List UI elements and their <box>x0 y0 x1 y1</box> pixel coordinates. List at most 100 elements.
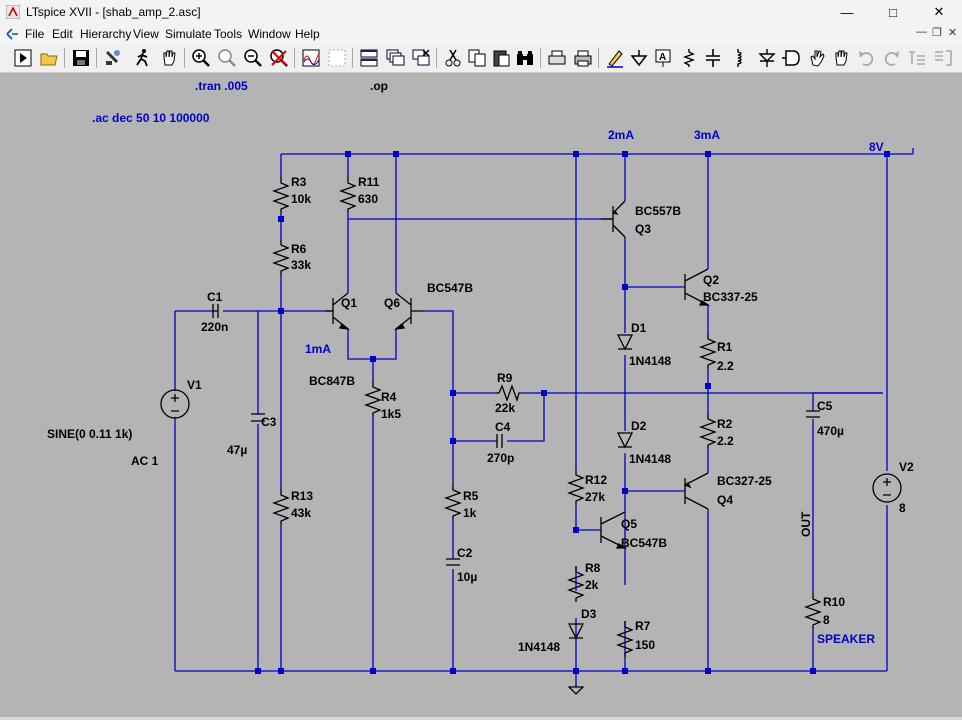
voltage-source-v1 <box>160 389 190 419</box>
zoom-cancel-button[interactable] <box>268 47 290 69</box>
find-button[interactable] <box>514 47 536 69</box>
menu-file[interactable]: File <box>25 27 45 41</box>
component-button[interactable] <box>780 47 802 69</box>
ground-button[interactable] <box>628 47 650 69</box>
pan-button[interactable] <box>158 47 180 69</box>
v1-name: V1 <box>187 378 202 392</box>
menu-hierarchy[interactable]: Hierarchy <box>80 27 132 41</box>
q4-name: Q4 <box>717 493 733 507</box>
d1-name: D1 <box>631 321 647 335</box>
resistor-button[interactable] <box>678 47 700 69</box>
menu-edit[interactable]: Edit <box>52 27 73 41</box>
tile-horizontal-button[interactable] <box>358 47 380 69</box>
r7-name: R7 <box>635 619 651 633</box>
q4-model: BC327-25 <box>717 474 772 488</box>
d3-model: 1N4148 <box>518 640 560 654</box>
menu-help[interactable]: Help <box>295 27 320 41</box>
close-windows-button[interactable] <box>410 47 432 69</box>
print-button[interactable] <box>572 47 594 69</box>
zoom-fit-icon <box>244 49 262 67</box>
capacitor-button[interactable] <box>702 47 724 69</box>
transistor-q4 <box>683 472 709 510</box>
r10-value: 8 <box>823 613 830 627</box>
label-net-button[interactable]: A <box>652 47 674 69</box>
inductor-button[interactable] <box>728 47 750 69</box>
q5-name: Q5 <box>621 517 637 531</box>
mdi-minimize-icon[interactable]: — <box>916 26 927 38</box>
maximize-button[interactable]: □ <box>870 0 916 24</box>
out-net-label: OUT <box>799 511 813 537</box>
transistor-q2 <box>684 268 711 306</box>
resistor-icon <box>683 49 695 67</box>
q1-name: Q1 <box>341 296 357 310</box>
toolbar: A <box>0 44 962 73</box>
copy-button[interactable] <box>466 47 488 69</box>
mdi-close-icon[interactable]: ✕ <box>948 27 958 39</box>
menu-view[interactable]: View <box>133 27 159 41</box>
run-icon <box>14 49 32 67</box>
copy-icon <box>468 49 486 67</box>
menu-window[interactable]: Window <box>248 27 291 41</box>
r5-name: R5 <box>463 489 479 503</box>
drag-button[interactable] <box>830 47 852 69</box>
minimize-button[interactable]: — <box>824 0 870 24</box>
c5-value: 470µ <box>817 424 844 438</box>
r6-name: R6 <box>291 242 307 256</box>
component-icon <box>782 50 800 66</box>
close-button[interactable]: ✕ <box>916 0 962 24</box>
resistor-r6 <box>272 239 290 275</box>
schematic-doc-icon[interactable] <box>4 26 20 42</box>
q1-model: BC847B <box>309 374 355 388</box>
print-setup-button[interactable] <box>546 47 568 69</box>
redo-button[interactable] <box>880 47 902 69</box>
control-panel-button[interactable] <box>102 47 124 69</box>
draw-wire-button[interactable] <box>604 47 626 69</box>
r4-value: 1k5 <box>381 407 401 421</box>
c4-value: 270p <box>487 451 514 465</box>
undo-button[interactable] <box>856 47 878 69</box>
diode-button[interactable] <box>756 47 778 69</box>
tran-directive: .tran .005 <box>195 79 248 93</box>
cut-button[interactable] <box>442 47 464 69</box>
save-button[interactable] <box>70 47 92 69</box>
run-button[interactable] <box>12 47 34 69</box>
control-panel-icon <box>105 50 120 65</box>
undo-icon <box>859 51 874 66</box>
move-button[interactable] <box>806 47 828 69</box>
text-button[interactable] <box>906 47 928 69</box>
print-icon <box>574 50 592 67</box>
ground-symbol <box>567 685 585 695</box>
r6-value: 33k <box>291 258 311 272</box>
spice-directive-button[interactable] <box>932 47 954 69</box>
q3-current-label: 2mA <box>608 128 634 142</box>
zoom-fit-button[interactable] <box>242 47 264 69</box>
cascade-button[interactable] <box>384 47 406 69</box>
r5-value: 1k <box>463 506 477 520</box>
zoom-in-button[interactable] <box>190 47 212 69</box>
mdi-restore-icon[interactable]: ❐ <box>932 27 942 39</box>
paste-button[interactable] <box>490 47 512 69</box>
capacitor-c5 <box>806 410 820 418</box>
zoom-out-button[interactable] <box>216 47 238 69</box>
paste-icon <box>493 50 510 67</box>
schematic-canvas[interactable]: R3 10k R11 630 R6 33k R13 43k R4 1k5 R9 … <box>3 73 959 717</box>
q2-model: BC337-25 <box>703 290 758 304</box>
menu-bar: File Edit Hierarchy View Simulate Tools … <box>0 24 962 44</box>
waveform-cancel-button[interactable] <box>326 47 348 69</box>
open-button[interactable] <box>38 47 60 69</box>
r2-name: R2 <box>717 417 733 431</box>
horizontal-scrollbar[interactable] <box>0 717 962 720</box>
halt-button[interactable] <box>132 47 154 69</box>
menu-simulate[interactable]: Simulate <box>165 27 212 41</box>
resistor-r9 <box>495 384 521 403</box>
text-icon <box>909 51 925 65</box>
resistor-r10 <box>804 593 822 629</box>
r2-value: 2.2 <box>717 434 734 448</box>
waveform-button[interactable] <box>300 47 322 69</box>
resistor-r5 <box>444 484 462 520</box>
annotations: .tran .005 .op .ac dec 50 10 100000 2mA … <box>92 79 884 646</box>
find-icon <box>517 51 533 65</box>
menu-tools[interactable]: Tools <box>214 27 243 41</box>
r13-name: R13 <box>291 489 313 503</box>
q6-name: Q6 <box>384 296 400 310</box>
